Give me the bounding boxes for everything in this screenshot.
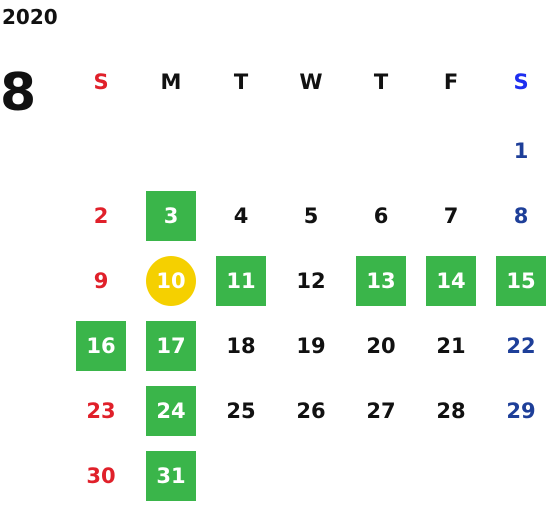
weekday-thursday: T xyxy=(373,70,389,94)
day-28[interactable]: 28 xyxy=(436,398,466,423)
day-cell: 26 xyxy=(276,378,346,443)
day-11[interactable]: 11 xyxy=(216,255,266,306)
day-8[interactable]: 8 xyxy=(513,203,529,228)
day-13[interactable]: 13 xyxy=(356,255,406,306)
day-cell: 24 xyxy=(136,378,206,443)
day-cell: 4 xyxy=(206,183,276,248)
day-cell: 3 xyxy=(136,183,206,248)
day-cell: 7 xyxy=(416,183,486,248)
weekday-tuesday: T xyxy=(233,70,249,94)
day-15[interactable]: 15 xyxy=(496,255,546,306)
day-cell: 27 xyxy=(346,378,416,443)
calendar-month: 8 xyxy=(0,63,37,123)
weekday-header-row: S M T W T F S xyxy=(66,62,548,102)
day-9[interactable]: 9 xyxy=(93,268,109,293)
weekday-wednesday: W xyxy=(299,70,323,94)
day-cell xyxy=(136,118,206,183)
day-cell: 29 xyxy=(486,378,548,443)
day-cell xyxy=(276,118,346,183)
day-10[interactable]: 10 xyxy=(146,255,196,306)
day-22[interactable]: 22 xyxy=(506,333,536,358)
day-cell: 2 xyxy=(66,183,136,248)
day-26[interactable]: 26 xyxy=(296,398,326,423)
day-cell xyxy=(206,118,276,183)
day-31[interactable]: 31 xyxy=(146,450,196,501)
day-cell: 20 xyxy=(346,313,416,378)
day-25[interactable]: 25 xyxy=(226,398,256,423)
day-cell: 31 xyxy=(136,443,206,508)
day-cell: 22 xyxy=(486,313,548,378)
day-cell: 1 xyxy=(486,118,548,183)
day-4[interactable]: 4 xyxy=(233,203,249,228)
day-1[interactable]: 1 xyxy=(513,138,529,163)
day-cell xyxy=(66,118,136,183)
day-18[interactable]: 18 xyxy=(226,333,256,358)
day-20[interactable]: 20 xyxy=(366,333,396,358)
day-cell xyxy=(416,118,486,183)
day-5[interactable]: 5 xyxy=(303,203,319,228)
day-27[interactable]: 27 xyxy=(366,398,396,423)
day-17[interactable]: 17 xyxy=(146,320,196,371)
day-cell: 18 xyxy=(206,313,276,378)
day-cell: 9 xyxy=(66,248,136,313)
day-cell xyxy=(416,443,486,508)
day-cell: 13 xyxy=(346,248,416,313)
day-cell: 17 xyxy=(136,313,206,378)
weekday-monday: M xyxy=(160,70,182,94)
day-cell: 11 xyxy=(206,248,276,313)
day-cell: 25 xyxy=(206,378,276,443)
day-cell: 30 xyxy=(66,443,136,508)
day-23[interactable]: 23 xyxy=(86,398,116,423)
day-cell: 10 xyxy=(136,248,206,313)
day-cell: 12 xyxy=(276,248,346,313)
weekday-sunday: S xyxy=(93,70,109,94)
day-cell xyxy=(276,443,346,508)
day-cell: 28 xyxy=(416,378,486,443)
day-cell: 6 xyxy=(346,183,416,248)
day-cell xyxy=(346,443,416,508)
day-21[interactable]: 21 xyxy=(436,333,466,358)
day-30[interactable]: 30 xyxy=(86,463,116,488)
day-2[interactable]: 2 xyxy=(93,203,109,228)
day-cell xyxy=(206,443,276,508)
day-cell: 8 xyxy=(486,183,548,248)
day-cell: 5 xyxy=(276,183,346,248)
weekday-saturday: S xyxy=(513,70,529,94)
day-cell: 23 xyxy=(66,378,136,443)
day-24[interactable]: 24 xyxy=(146,385,196,436)
day-cell: 19 xyxy=(276,313,346,378)
day-6[interactable]: 6 xyxy=(373,203,389,228)
day-19[interactable]: 19 xyxy=(296,333,326,358)
calendar-year: 2020 xyxy=(2,5,58,29)
day-14[interactable]: 14 xyxy=(426,255,476,306)
weekday-friday: F xyxy=(443,70,459,94)
day-3[interactable]: 3 xyxy=(146,190,196,241)
day-cell xyxy=(486,443,548,508)
day-cell: 21 xyxy=(416,313,486,378)
day-29[interactable]: 29 xyxy=(506,398,536,423)
day-cell xyxy=(346,118,416,183)
day-cell: 15 xyxy=(486,248,548,313)
day-cell: 14 xyxy=(416,248,486,313)
day-7[interactable]: 7 xyxy=(443,203,459,228)
day-cell: 16 xyxy=(66,313,136,378)
day-12[interactable]: 12 xyxy=(296,268,326,293)
day-16[interactable]: 16 xyxy=(76,320,126,371)
